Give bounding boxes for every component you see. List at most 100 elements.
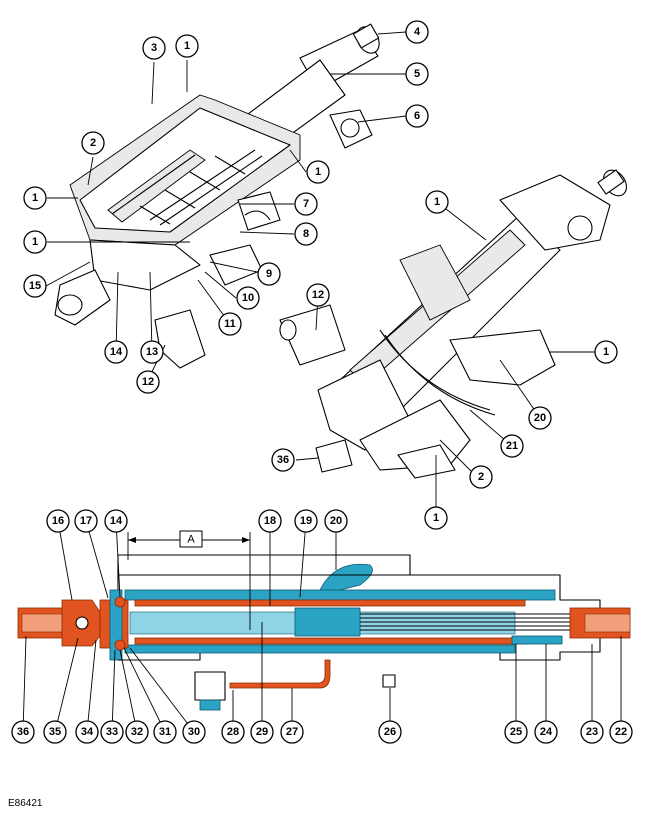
callout-6: 6 — [405, 104, 429, 128]
svg-text:13: 13 — [146, 346, 158, 358]
callout-31: 31 — [153, 720, 177, 744]
callout-9: 9 — [257, 262, 281, 286]
callout-32: 32 — [125, 720, 149, 744]
callout-12: 12 — [136, 370, 160, 394]
svg-text:21: 21 — [506, 440, 518, 452]
callout-17: 17 — [74, 509, 98, 533]
callout-15: 15 — [23, 274, 47, 298]
callout-13: 13 — [140, 340, 164, 364]
callout-26: 26 — [378, 720, 402, 744]
dimension-label: A — [187, 534, 195, 546]
svg-text:35: 35 — [49, 726, 61, 738]
svg-text:14: 14 — [110, 346, 123, 358]
callout-10: 10 — [236, 286, 260, 310]
callout-25: 25 — [504, 720, 528, 744]
callout-1: 1 — [425, 190, 449, 214]
callout-2: 2 — [469, 465, 493, 489]
callout-20: 20 — [324, 509, 348, 533]
callout-4: 4 — [405, 20, 429, 44]
svg-text:2: 2 — [90, 137, 96, 149]
svg-text:20: 20 — [330, 515, 342, 527]
svg-text:7: 7 — [303, 198, 309, 210]
svg-text:12: 12 — [142, 376, 154, 388]
callout-1: 1 — [594, 340, 618, 364]
svg-text:1: 1 — [315, 166, 321, 178]
callout-14: 14 — [104, 509, 128, 533]
svg-text:4: 4 — [414, 26, 421, 38]
callout-16: 16 — [46, 509, 70, 533]
svg-text:28: 28 — [227, 726, 239, 738]
svg-text:14: 14 — [110, 515, 123, 527]
callout-27: 27 — [280, 720, 304, 744]
callout-1: 1 — [424, 506, 448, 530]
svg-text:20: 20 — [534, 412, 546, 424]
callout-35: 35 — [43, 720, 67, 744]
callout-8: 8 — [294, 222, 318, 246]
svg-text:32: 32 — [131, 726, 143, 738]
svg-text:2: 2 — [478, 471, 484, 483]
svg-text:15: 15 — [29, 280, 41, 292]
callout-14: 14 — [104, 340, 128, 364]
svg-text:33: 33 — [106, 726, 118, 738]
callout-18: 18 — [258, 509, 282, 533]
svg-text:11: 11 — [224, 318, 236, 330]
callout-20: 20 — [528, 406, 552, 430]
svg-text:1: 1 — [433, 512, 439, 524]
callout-29: 29 — [250, 720, 274, 744]
svg-text:5: 5 — [414, 68, 420, 80]
svg-text:36: 36 — [17, 726, 29, 738]
svg-text:6: 6 — [414, 110, 420, 122]
svg-text:23: 23 — [586, 726, 598, 738]
svg-text:22: 22 — [615, 726, 627, 738]
callout-7: 7 — [294, 192, 318, 216]
svg-text:24: 24 — [540, 726, 553, 738]
callout-1: 1 — [23, 186, 47, 210]
svg-text:10: 10 — [242, 292, 254, 304]
column-assembly-top-view — [54, 23, 380, 369]
callout-1: 1 — [306, 160, 330, 184]
figure-reference: E86421 — [8, 798, 43, 809]
svg-text:8: 8 — [303, 228, 309, 240]
svg-text:1: 1 — [32, 236, 38, 248]
callout-12: 12 — [306, 283, 330, 307]
callout-1: 1 — [23, 230, 47, 254]
svg-text:3: 3 — [151, 42, 157, 54]
callout-5: 5 — [405, 62, 429, 86]
dimension-a: A — [127, 530, 251, 630]
callout-34: 34 — [75, 720, 99, 744]
svg-text:1: 1 — [603, 346, 609, 358]
svg-text:1: 1 — [32, 192, 38, 204]
svg-text:16: 16 — [52, 515, 64, 527]
callout-28: 28 — [221, 720, 245, 744]
callout-36: 36 — [11, 720, 35, 744]
svg-text:12: 12 — [312, 289, 324, 301]
callout-21: 21 — [500, 434, 524, 458]
column-assembly-side-view — [279, 169, 628, 479]
callout-1: 1 — [175, 34, 199, 58]
svg-text:18: 18 — [264, 515, 276, 527]
svg-text:19: 19 — [300, 515, 312, 527]
callout-24: 24 — [534, 720, 558, 744]
callout-19: 19 — [294, 509, 318, 533]
svg-text:1: 1 — [184, 40, 190, 52]
svg-text:1: 1 — [434, 196, 440, 208]
svg-text:31: 31 — [159, 726, 171, 738]
svg-text:34: 34 — [81, 726, 94, 738]
svg-text:27: 27 — [286, 726, 298, 738]
callout-3: 3 — [142, 36, 166, 60]
callout-22: 22 — [609, 720, 633, 744]
callout-33: 33 — [100, 720, 124, 744]
column-section-view — [17, 554, 631, 711]
svg-text:26: 26 — [384, 726, 396, 738]
svg-text:30: 30 — [188, 726, 200, 738]
svg-text:36: 36 — [277, 454, 289, 466]
leader-lines — [22, 31, 622, 733]
callout-11: 11 — [218, 312, 242, 336]
svg-text:29: 29 — [256, 726, 268, 738]
callouts: 3 1 4 5 6 1 2 1 7 8 1 9 15 10 11 14 13 1… — [11, 20, 633, 744]
callout-30: 30 — [182, 720, 206, 744]
callout-36: 36 — [271, 448, 295, 472]
callout-23: 23 — [580, 720, 604, 744]
svg-text:17: 17 — [80, 515, 92, 527]
